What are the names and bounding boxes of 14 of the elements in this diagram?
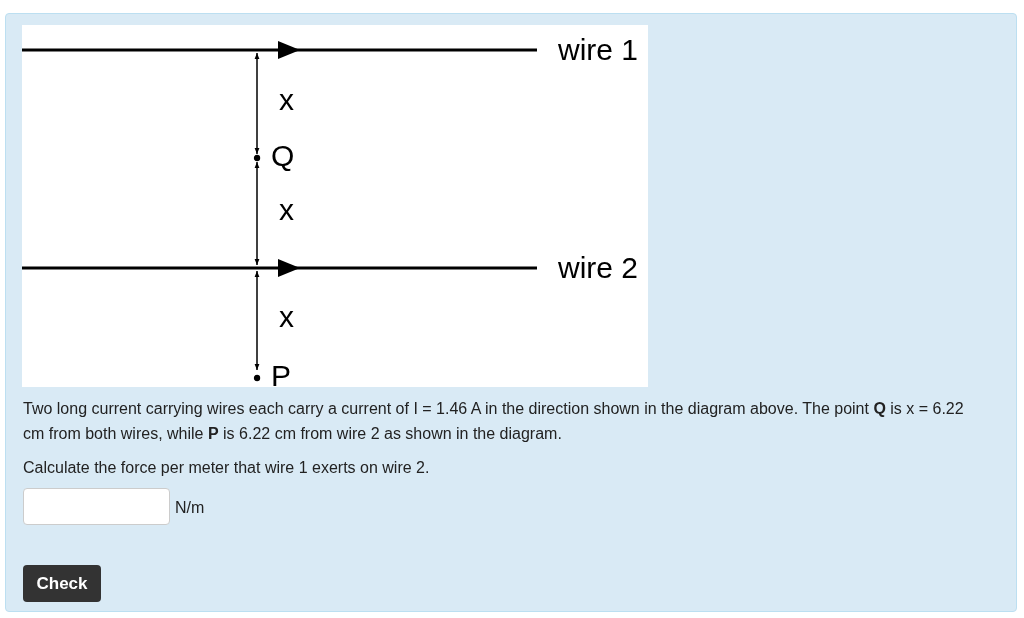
wire-label: wire 1 <box>558 33 639 67</box>
check-button: Check <box>23 565 101 602</box>
edge-label: x <box>279 192 294 227</box>
arrow <box>254 161 260 266</box>
unit-label: N/m <box>175 498 205 518</box>
point-label: P <box>271 359 291 393</box>
question-text: Two long current carrying wires each carry a current of I = 1.46 A in the direction shown in the diagram above. The point Q is x = 6.22 cm from both wires, while P is 6.22 cm from wire 2 as shown in the diagram. <box>23 399 965 444</box>
point-label: Q <box>271 139 295 173</box>
edge-label: x <box>279 82 294 117</box>
edge-label: x <box>279 299 294 334</box>
wire-label: wire 2 <box>558 251 639 285</box>
arrow <box>254 52 260 155</box>
arrow <box>254 270 260 371</box>
instruction-text: Calculate the force per meter that wire 1 exerts on wire 2. <box>23 458 431 478</box>
